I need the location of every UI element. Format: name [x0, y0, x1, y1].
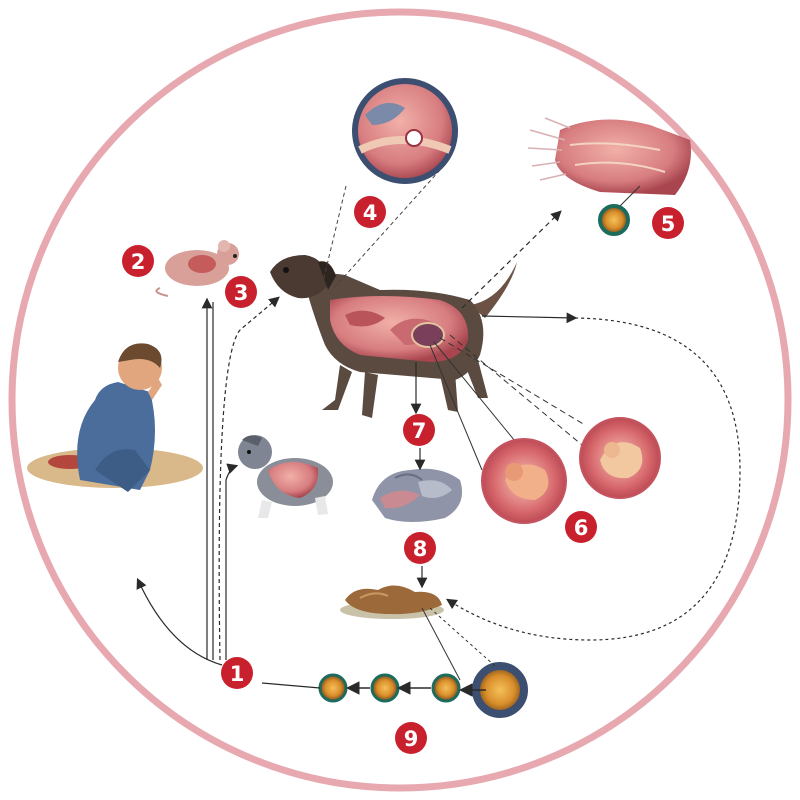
step-badge-8: 8 [404, 532, 436, 564]
intestine-detail-icon [321, 78, 458, 289]
step-number: 3 [234, 281, 249, 305]
child-icon [27, 343, 203, 492]
step-number: 9 [404, 727, 419, 751]
outer-ring [8, 8, 792, 792]
step-number: 1 [230, 662, 245, 686]
muscle-larvae-icon [527, 117, 691, 213]
arrows [136, 210, 741, 689]
adult-dog-icon [270, 255, 517, 418]
intestine-pile-icon [372, 468, 463, 522]
step-number: 7 [412, 419, 427, 443]
step-number: 2 [131, 250, 146, 274]
fetus-icon [429, 334, 661, 524]
step-badge-7: 7 [403, 414, 435, 446]
step-badge-5: 5 [652, 207, 684, 239]
egg-sequence [318, 607, 528, 718]
egg-icon [431, 673, 461, 703]
feces-icon [340, 585, 444, 619]
step-badge-1: 1 [221, 657, 253, 689]
step-badge-3: 3 [225, 276, 257, 308]
step-number: 5 [661, 212, 676, 236]
step-badge-6: 6 [565, 511, 597, 543]
egg-icon [598, 204, 630, 236]
egg-icon [318, 673, 348, 703]
egg-icon [370, 673, 400, 703]
puppy-icon [238, 435, 333, 518]
step-badge-4: 4 [354, 196, 386, 228]
step-badge-9: 9 [395, 722, 427, 754]
step-number: 8 [413, 537, 428, 561]
step-number: 4 [363, 201, 378, 225]
step-badge-2: 2 [122, 245, 154, 277]
mouse-icon [155, 240, 239, 297]
step-number: 6 [574, 516, 589, 540]
